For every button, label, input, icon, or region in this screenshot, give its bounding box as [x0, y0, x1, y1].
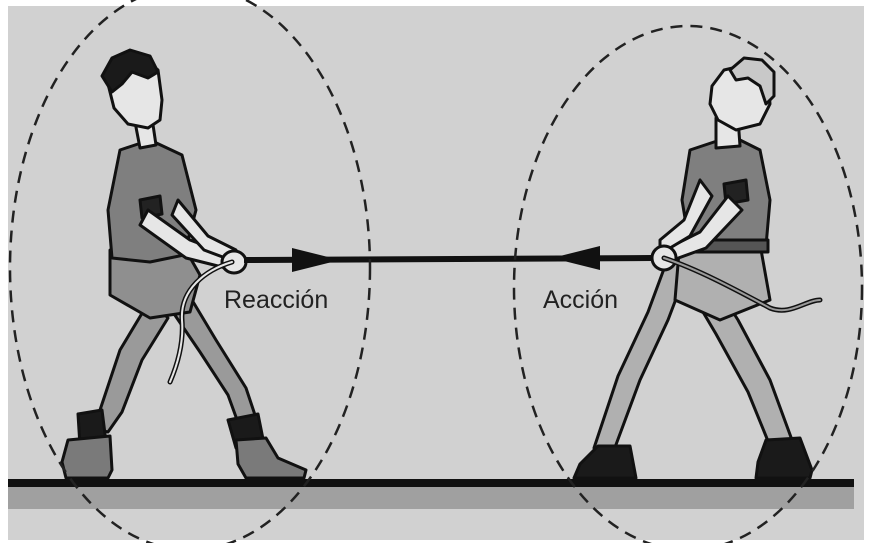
ground-line: [8, 479, 854, 487]
left-person-back-leg: [88, 298, 170, 434]
ground-shadow: [8, 485, 854, 509]
left-person: [60, 48, 308, 480]
right-person: [572, 56, 823, 480]
right-system-boundary: [512, 24, 864, 543]
left-person-hair: [100, 48, 160, 94]
action-label: Acción: [543, 286, 619, 314]
left-person-right-shoe: [234, 436, 308, 480]
reaction-arrowhead: [292, 248, 340, 272]
right-person-left-shoe: [572, 444, 638, 480]
right-person-right-shoe: [754, 436, 814, 480]
left-person-left-shoe: [60, 434, 114, 480]
right-person-hair: [728, 56, 776, 106]
reaction-label: Reacción: [224, 286, 329, 314]
action-arrowhead: [552, 246, 600, 270]
left-system-boundary: [8, 0, 372, 543]
